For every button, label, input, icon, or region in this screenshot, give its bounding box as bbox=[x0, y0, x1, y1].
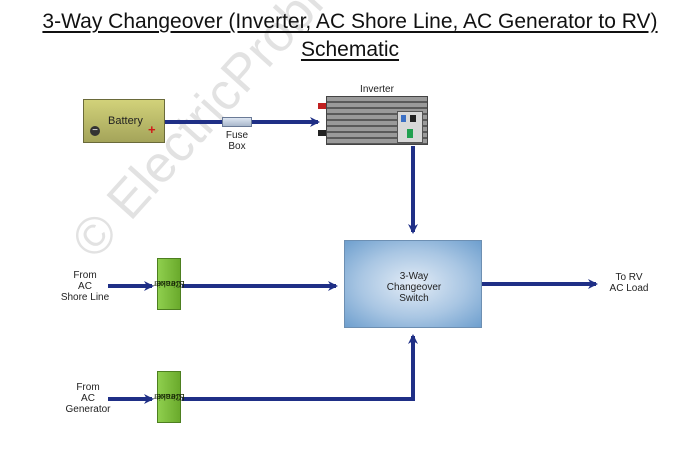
battery-negative-terminal-icon: − bbox=[90, 126, 100, 136]
shore-line-input-label: From AC Shore Line bbox=[60, 270, 110, 303]
diagram-title: 3-Way Changeover (Inverter, AC Shore Lin… bbox=[42, 10, 658, 33]
inverter-control-panel bbox=[397, 111, 423, 143]
wire-generator-breaker-switch bbox=[182, 334, 418, 401]
inverter bbox=[326, 96, 428, 145]
inverter-label: Inverter bbox=[360, 84, 394, 95]
inverter-indicator-icon bbox=[401, 115, 406, 122]
battery-positive-terminal-icon: + bbox=[148, 122, 156, 137]
battery-label: Battery bbox=[108, 115, 143, 127]
diagram-subtitle: Schematic bbox=[300, 38, 400, 61]
switch-label: 3-Way Changeover Switch bbox=[386, 271, 442, 304]
inverter-terminal-pos bbox=[318, 103, 326, 109]
inverter-terminal-neg bbox=[318, 130, 326, 136]
rv-load-output-label: To RV AC Load bbox=[609, 272, 649, 294]
fuse-label: Fuse Box bbox=[225, 130, 249, 152]
fuse-icon bbox=[222, 117, 252, 127]
battery: Battery − + bbox=[83, 99, 165, 143]
generator-input-label: From AC Generator bbox=[65, 382, 111, 415]
inverter-power-led-icon bbox=[407, 129, 413, 138]
changeover-switch: 3-Way Changeover Switch bbox=[344, 240, 482, 328]
inverter-outlet-icon bbox=[410, 115, 416, 122]
